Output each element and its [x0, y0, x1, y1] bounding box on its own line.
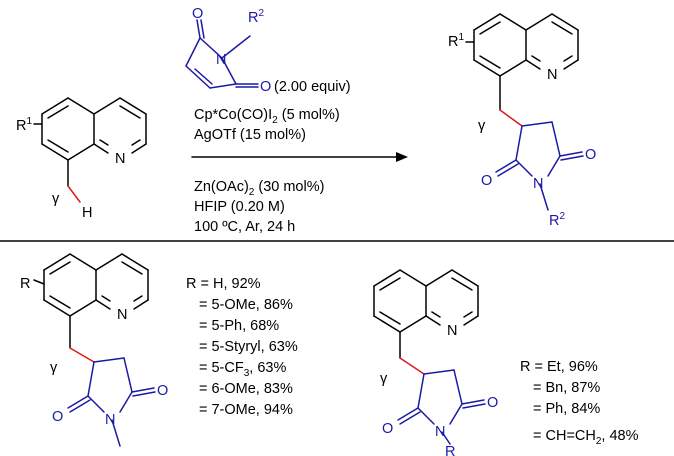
scope-left-entry-6: = 6-OMe, 83%	[199, 381, 293, 397]
scope-left-n2: N	[105, 412, 115, 428]
scope-right-entry-1: R = Et, 96%	[520, 359, 598, 375]
scope-left-entry-7: = 7-OMe, 94%	[199, 402, 293, 418]
product-n: N	[547, 67, 557, 83]
scope-left-entry-2: = 5-OMe, 86%	[199, 297, 293, 313]
substrate-r1: R1	[16, 116, 32, 134]
scope-right-structure	[373, 269, 486, 445]
zinc-additive-label: Zn(OAc)2 (30 mol%)	[194, 179, 324, 198]
product-r1: R1	[448, 32, 464, 50]
substrate-h: H	[82, 205, 92, 221]
scope-right-n2: N	[435, 424, 445, 440]
product-o-right: O	[585, 147, 596, 163]
scope-left-n: N	[117, 307, 127, 323]
scope-left-entry-5: = 5-CF3, 63%	[199, 360, 286, 379]
substrate-n: N	[115, 151, 125, 167]
scope-right-entry-2: = Bn, 87%	[533, 380, 600, 396]
maleimide-structure	[185, 19, 259, 89]
scope-right-o-left: O	[382, 421, 393, 437]
scope-left-entry-3: = 5-Ph, 68%	[199, 318, 279, 334]
scope-left-structure	[33, 253, 156, 447]
solvent-label: HFIP (0.20 M)	[194, 199, 285, 215]
substrate-gamma: γ	[52, 191, 60, 207]
scope-right-entry-4: = CH=CH2, 48%	[533, 428, 639, 447]
maleimide-o-right: O	[260, 79, 271, 95]
scope-right-entry-3: = Ph, 84%	[533, 401, 600, 417]
maleimide-r2: R2	[248, 8, 264, 26]
product-r2: R2	[549, 211, 565, 229]
scope-left-gamma: γ	[50, 360, 58, 376]
reaction-arrow	[191, 152, 408, 162]
maleimide-equiv: (2.00 equiv)	[274, 79, 351, 95]
scope-right-o-right: O	[487, 395, 498, 411]
catalyst-label: Cp*Co(CO)I2 (5 mol%)	[194, 107, 340, 126]
scope-left-o-left: O	[52, 409, 63, 425]
conditions-label: 100 ºC, Ar, 24 h	[194, 219, 295, 235]
product-gamma: γ	[478, 118, 486, 134]
maleimide-n: N	[216, 52, 226, 68]
product-structure	[465, 13, 584, 211]
maleimide-o-top: O	[192, 6, 203, 22]
scope-left-r: R	[20, 276, 30, 292]
scope-right-n: N	[447, 323, 457, 339]
scope-right-r: R	[445, 444, 455, 456]
product-n2: N	[533, 176, 543, 192]
scope-left-entry-1: R = H, 92%	[186, 276, 261, 292]
scope-left-entry-4: = 5-Styryl, 63%	[199, 339, 298, 355]
scope-left-o-right: O	[157, 383, 168, 399]
product-o-left: O	[481, 173, 492, 189]
silver-salt-label: AgOTf (15 mol%)	[194, 127, 306, 143]
substrate-structure	[33, 97, 147, 203]
scope-right-gamma: γ	[380, 371, 388, 387]
